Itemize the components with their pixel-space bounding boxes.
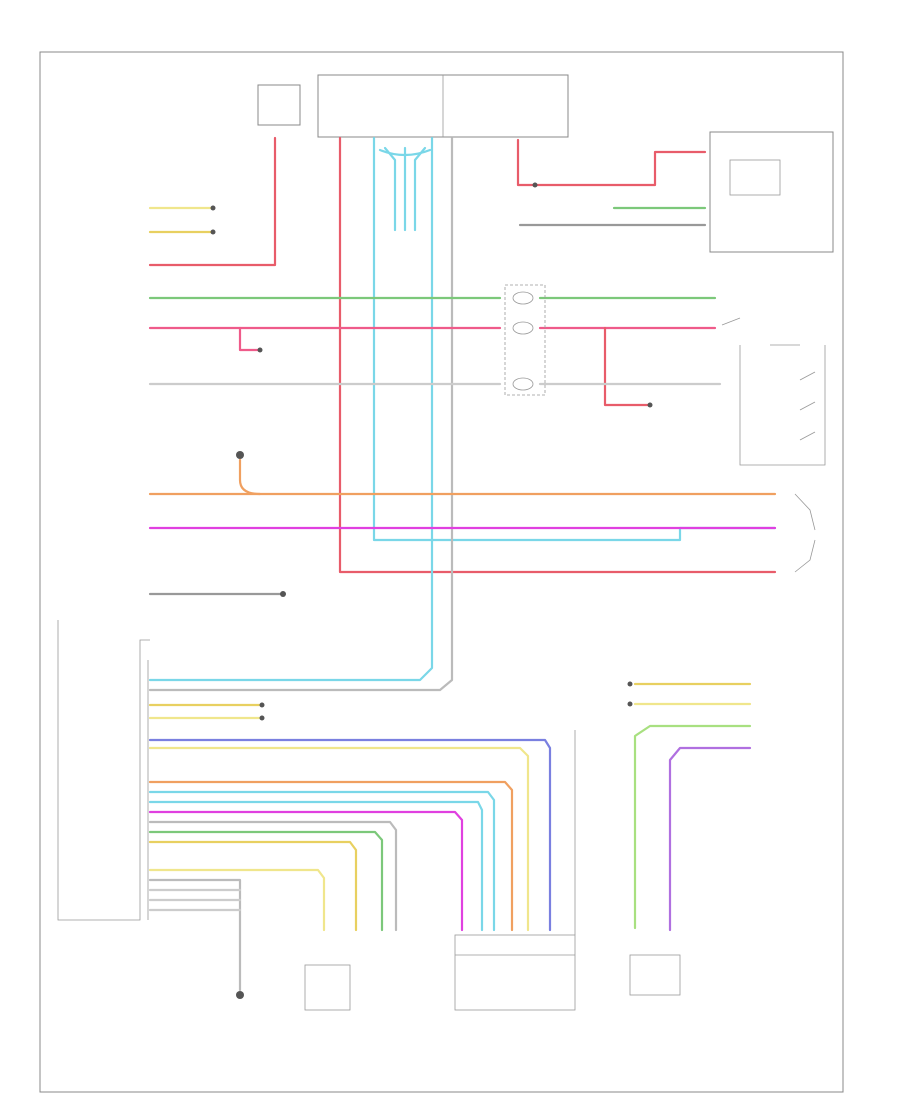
connector-dot — [210, 205, 216, 211]
lower-bus-box — [454, 934, 576, 1011]
wire-lower-gray-b — [148, 878, 242, 992]
connector-dot — [210, 229, 216, 235]
clockspring-coil-3 — [512, 377, 534, 391]
wire-lower-green — [148, 830, 384, 932]
wire-red-ecm — [516, 138, 707, 187]
wire-lower-cyan-a — [148, 790, 496, 932]
connector-dot — [259, 702, 265, 708]
fuse-box-left — [257, 84, 301, 126]
ecm-box-right — [709, 131, 834, 253]
wire-cyan-bundle-c — [413, 146, 427, 232]
switch-contact-4 — [799, 431, 816, 441]
connector-dot — [627, 701, 633, 707]
wire-lower-yellow-d — [148, 840, 358, 932]
wire-right-lightgreen — [633, 724, 752, 930]
wire-lower-magenta — [148, 810, 464, 932]
wire-red-batt — [148, 136, 277, 267]
wire-lower-cyan-b — [148, 800, 484, 932]
clockspring-coil-1 — [512, 291, 534, 305]
wire-red-vertical — [338, 136, 777, 574]
ground-point-g — [280, 591, 286, 597]
ground-point-lower — [236, 991, 244, 999]
connector-dot — [647, 402, 653, 408]
connector-dot — [627, 681, 633, 687]
wire-gray-vertical — [148, 136, 454, 692]
tcm-connector-box — [629, 954, 681, 996]
wire-pink-drop — [238, 326, 260, 352]
clockspring-coil-2 — [512, 321, 534, 335]
connector-dot — [257, 347, 263, 353]
connector-dot — [259, 715, 265, 721]
relay-symbol-box — [729, 159, 781, 196]
stop-switch — [794, 493, 816, 573]
wire-cyan-2 — [148, 136, 434, 682]
wire-right-purple — [668, 746, 752, 932]
switch-contact-1 — [721, 317, 741, 326]
wire-lower-lightyellow — [148, 868, 326, 932]
ground-point-upper — [236, 451, 244, 459]
wire-lower-orange — [148, 780, 514, 932]
wire-cyan-bridge — [378, 148, 432, 157]
connector-dot — [532, 182, 538, 188]
wire-cyan-1 — [372, 136, 777, 542]
wire-orange-branch — [238, 458, 262, 496]
clockspring-box — [504, 284, 546, 396]
wire-red-drop — [603, 326, 652, 407]
wire-cyan-bundle-a — [383, 146, 397, 232]
wire-switch-vert — [739, 344, 826, 466]
wire-lower-gray — [148, 820, 398, 932]
diagram-frame — [39, 51, 844, 1093]
wire-lower-blue — [148, 738, 552, 932]
switch-contact-2 — [799, 371, 816, 381]
lower-sensor-box — [304, 964, 351, 1011]
switch-contact-3 — [799, 401, 816, 411]
wire-lower-yellow-c — [148, 746, 530, 932]
left-module-outline — [57, 620, 150, 921]
